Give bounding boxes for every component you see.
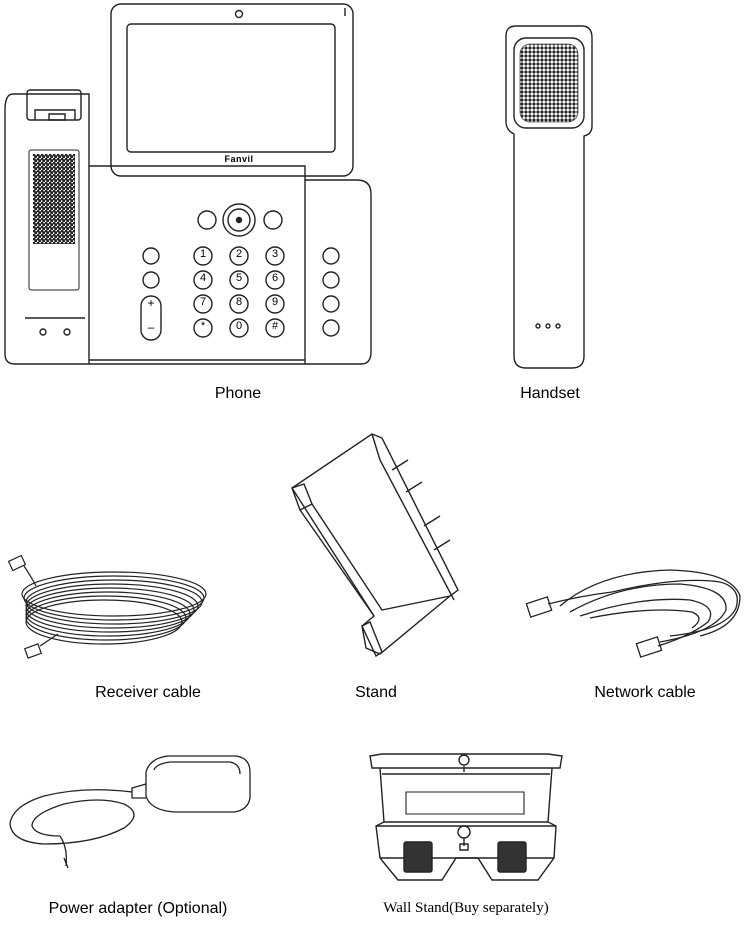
key-8: 8 (235, 296, 243, 308)
key-2: 2 (235, 248, 243, 260)
key-0: 0 (235, 320, 243, 332)
volume-minus-label: – (147, 320, 155, 334)
key-1: 1 (199, 248, 207, 260)
caption-wall-stand: Wall Stand(Buy separately) (383, 900, 549, 916)
stand-illustration (284, 430, 464, 660)
key-hash: # (271, 320, 279, 332)
key-5: 5 (235, 272, 243, 284)
wall-stand-illustration (368, 746, 564, 882)
caption-handset: Handset (520, 385, 580, 402)
power-adapter-illustration (4, 748, 254, 870)
coiled-cord (22, 572, 206, 644)
key-3: 3 (271, 248, 279, 260)
network-cable-illustration (520, 556, 748, 666)
caption-power-adapter: Power adapter (Optional) (48, 900, 228, 917)
volume-plus-label: + (147, 296, 155, 310)
key-4: 4 (199, 272, 207, 284)
key-star: * (200, 320, 206, 332)
key-7: 7 (199, 296, 207, 308)
key-9: 9 (271, 296, 279, 308)
speaker-grille (33, 154, 75, 244)
phone-illustration: Fanvil 1 2 3 4 5 6 7 8 9 * 0 # + – (5, 2, 377, 368)
keypad-ring (194, 247, 284, 337)
receiver-cable-illustration (2, 546, 222, 666)
caption-phone: Phone (214, 385, 262, 402)
brand-logo: Fanvil (224, 154, 254, 164)
key-6: 6 (271, 272, 279, 284)
caption-stand: Stand (355, 684, 397, 701)
caption-receiver-cable: Receiver cable (95, 684, 201, 701)
handset-illustration (500, 26, 600, 370)
caption-network-cable: Network cable (594, 684, 696, 701)
